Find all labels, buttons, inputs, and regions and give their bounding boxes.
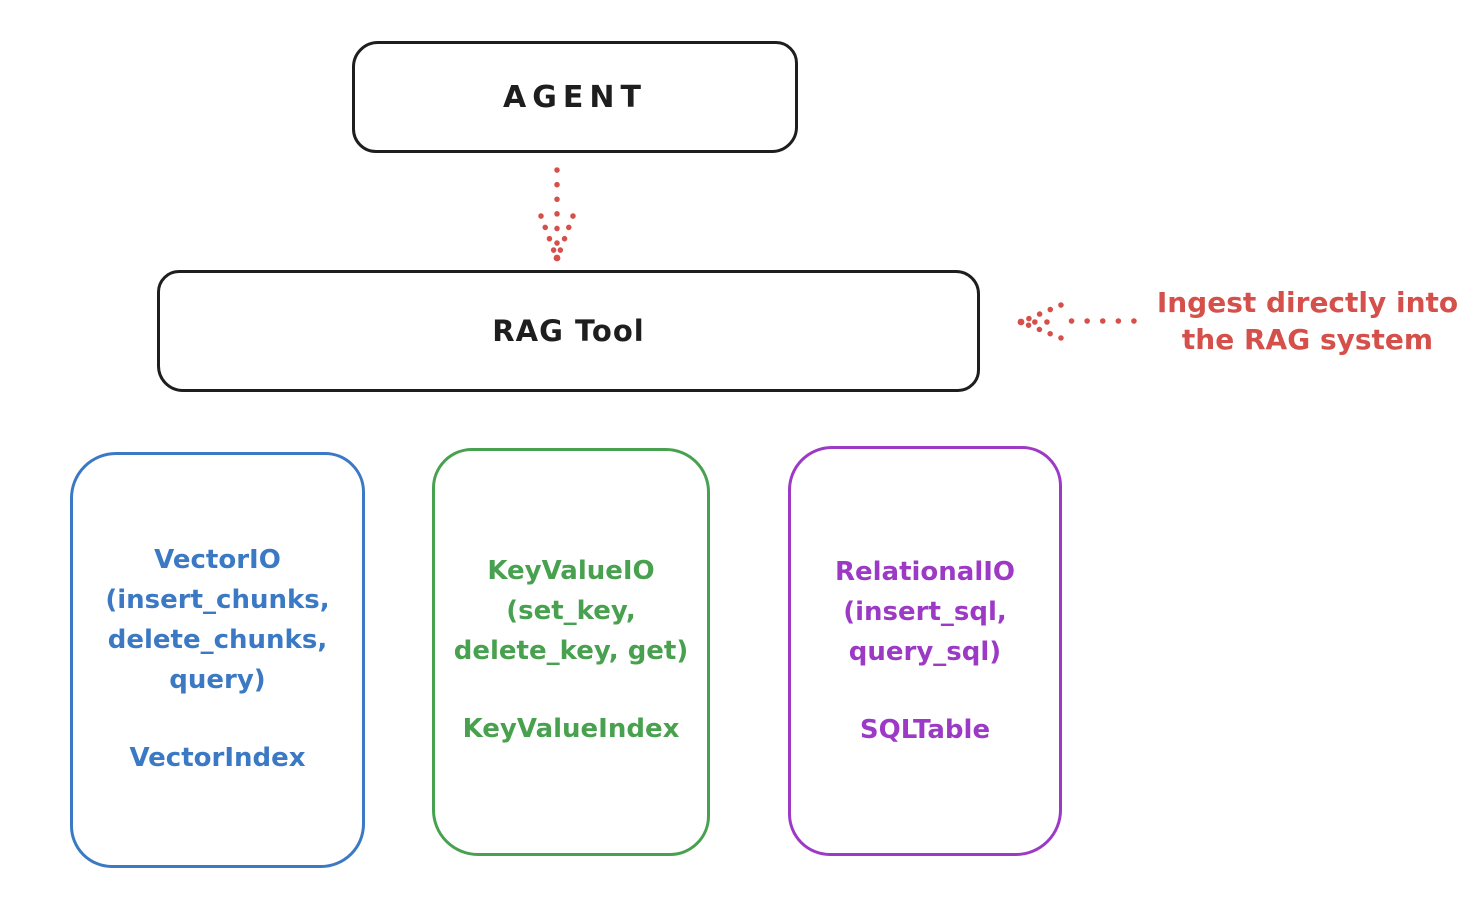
agent-node: AGENT — [352, 41, 798, 153]
sql-table-label: SQLTable — [859, 715, 991, 745]
ingest-annotation-arrow-icon — [1017, 302, 1137, 341]
relational-io-methods-line: (insert_sql, — [843, 597, 1007, 627]
agent-label: AGENT — [503, 79, 647, 115]
keyvalue-io-title-line: KeyValueIO — [487, 556, 655, 586]
vector-io-methods-line: delete_chunks, — [107, 625, 328, 655]
vector-index-label: VectorIndex — [129, 743, 306, 773]
rag-tool-label: RAG Tool — [492, 314, 645, 348]
vector-io-title-line: VectorIO — [154, 545, 281, 575]
vector-io-node: VectorIO (insert_chunks, delete_chunks, … — [70, 452, 365, 868]
relational-io-methods-line: query_sql) — [848, 637, 1002, 667]
ingest-annotation-line: the RAG system — [1181, 323, 1434, 356]
ingest-annotation-line: Ingest directly into — [1156, 286, 1459, 319]
keyvalue-io-methods-line: delete_key, get) — [453, 636, 689, 666]
relational-io-title-line: RelationalIO — [834, 557, 1016, 587]
keyvalue-io-node: KeyValueIO (set_key, delete_key, get) Ke… — [432, 448, 710, 856]
vector-io-methods-line: query) — [169, 665, 266, 695]
vector-io-methods-line: (insert_chunks, — [105, 585, 330, 615]
ingest-annotation: Ingest directly into the RAG system — [1135, 284, 1480, 358]
rag-tool-node: RAG Tool — [157, 270, 980, 392]
keyvalue-index-label: KeyValueIndex — [462, 714, 680, 744]
keyvalue-io-methods-line: (set_key, — [506, 596, 636, 626]
agent-to-ragtool-arrow-icon — [538, 167, 576, 262]
relational-io-node: RelationalIO (insert_sql, query_sql) SQL… — [788, 446, 1062, 856]
